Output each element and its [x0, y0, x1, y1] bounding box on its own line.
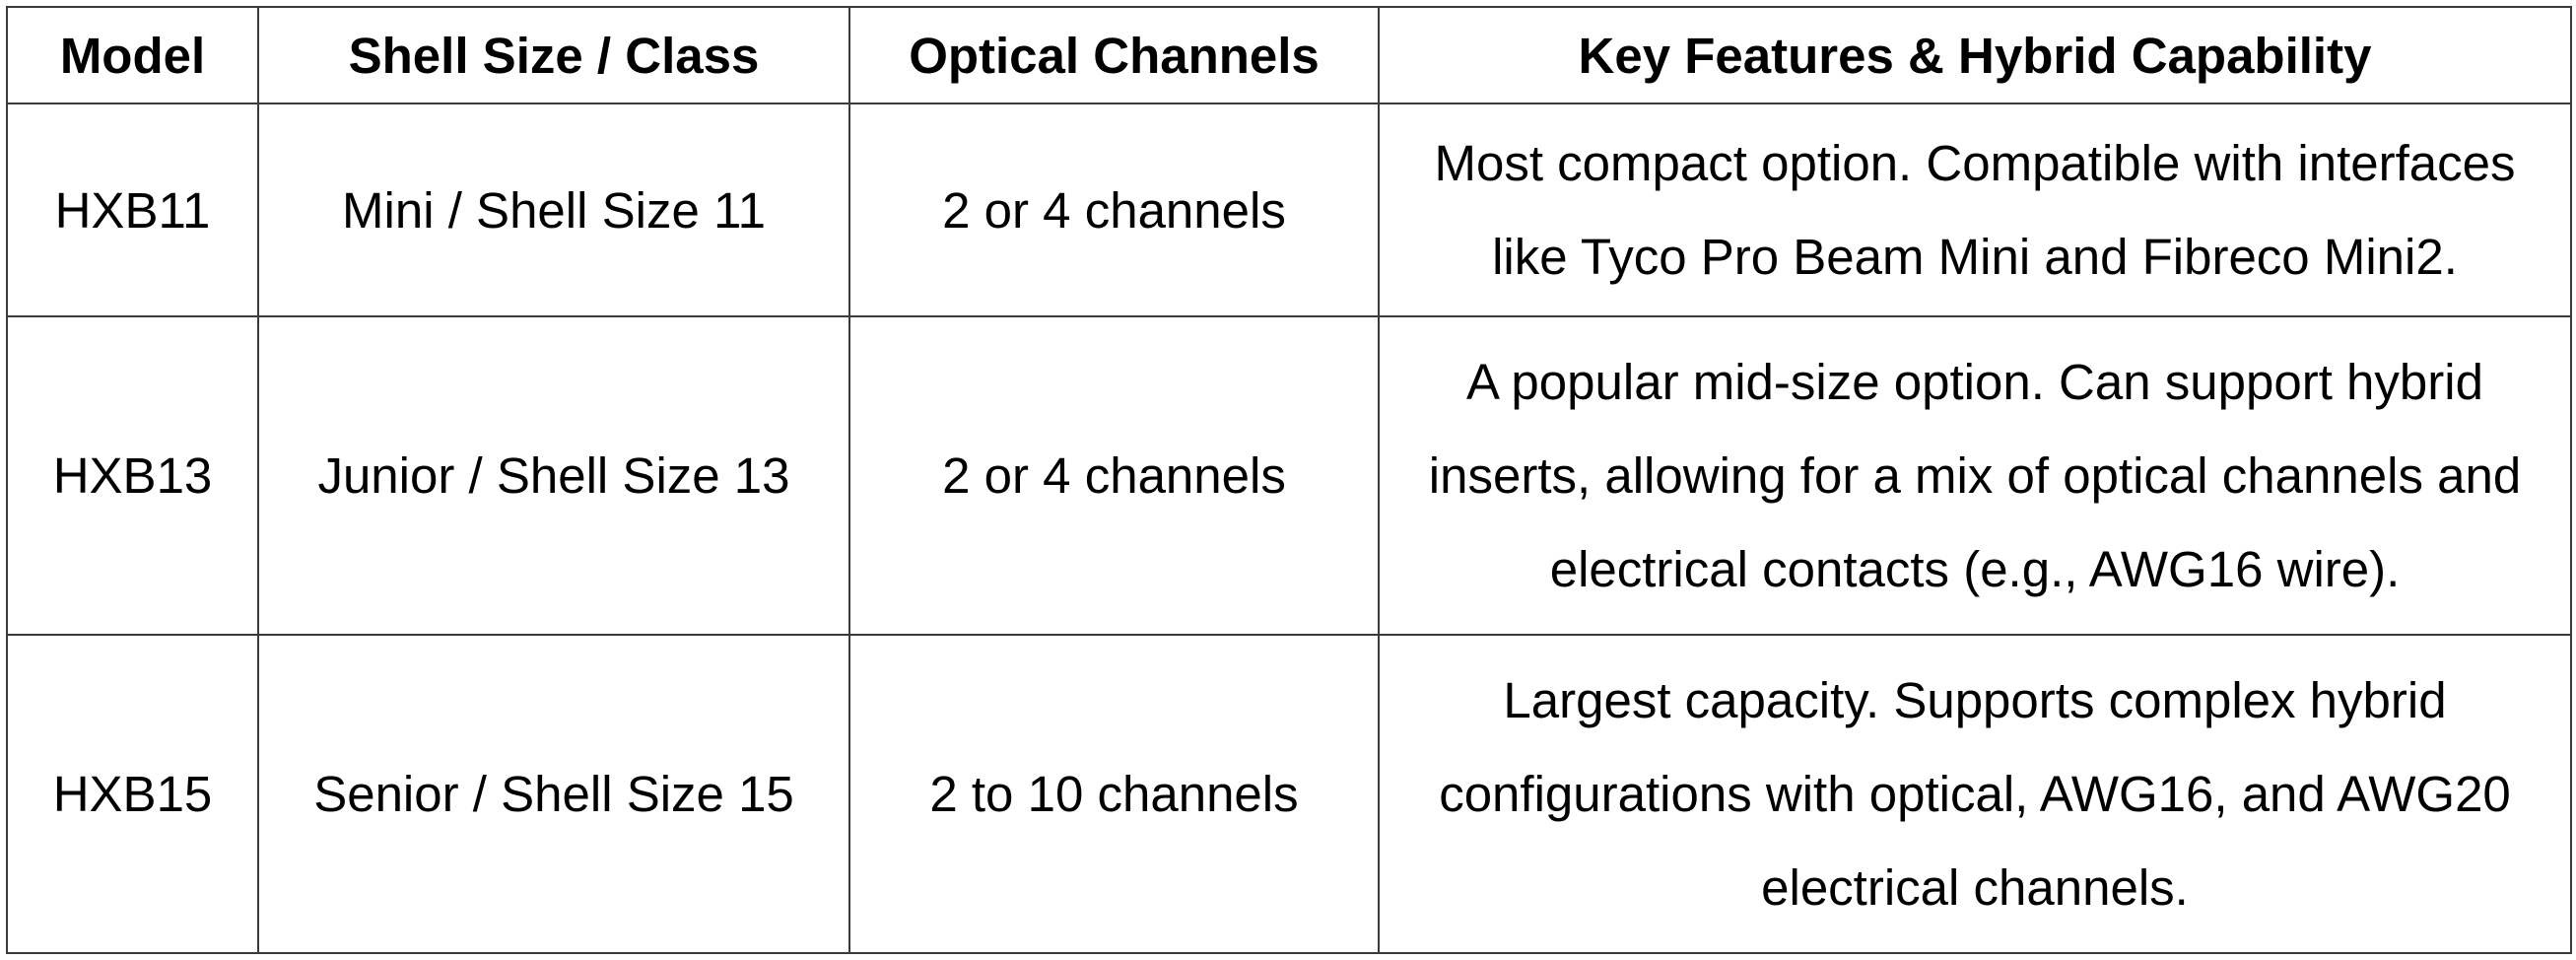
cell-model: HXB11 — [6, 102, 259, 318]
header-optical-channels: Optical Channels — [848, 6, 1380, 104]
header-model: Model — [6, 6, 259, 104]
connector-comparison-table: Model Shell Size / Class Optical Channel… — [6, 6, 2572, 954]
cell-optical-channels: 2 or 4 channels — [848, 102, 1380, 318]
cell-shell-size-class: Senior / Shell Size 15 — [257, 634, 850, 954]
cell-model: HXB15 — [6, 634, 259, 954]
connector-comparison-table-container: Model Shell Size / Class Optical Channel… — [6, 6, 2572, 954]
cell-key-features: Largest capacity. Supports complex hybri… — [1378, 634, 2572, 954]
table-row: HXB13 Junior / Shell Size 13 2 or 4 chan… — [6, 315, 2572, 637]
header-key-features: Key Features & Hybrid Capability — [1378, 6, 2572, 104]
table-row: HXB15 Senior / Shell Size 15 2 to 10 cha… — [6, 634, 2572, 954]
cell-shell-size-class: Junior / Shell Size 13 — [257, 315, 850, 637]
cell-optical-channels: 2 to 10 channels — [848, 634, 1380, 954]
cell-optical-channels: 2 or 4 channels — [848, 315, 1380, 637]
table-header-row: Model Shell Size / Class Optical Channel… — [6, 6, 2572, 104]
table-row: HXB11 Mini / Shell Size 11 2 or 4 channe… — [6, 102, 2572, 318]
cell-model: HXB13 — [6, 315, 259, 637]
header-shell-size-class: Shell Size / Class — [257, 6, 850, 104]
cell-shell-size-class: Mini / Shell Size 11 — [257, 102, 850, 318]
cell-key-features: A popular mid-size option. Can support h… — [1378, 315, 2572, 637]
cell-key-features: Most compact option. Compatible with int… — [1378, 102, 2572, 318]
